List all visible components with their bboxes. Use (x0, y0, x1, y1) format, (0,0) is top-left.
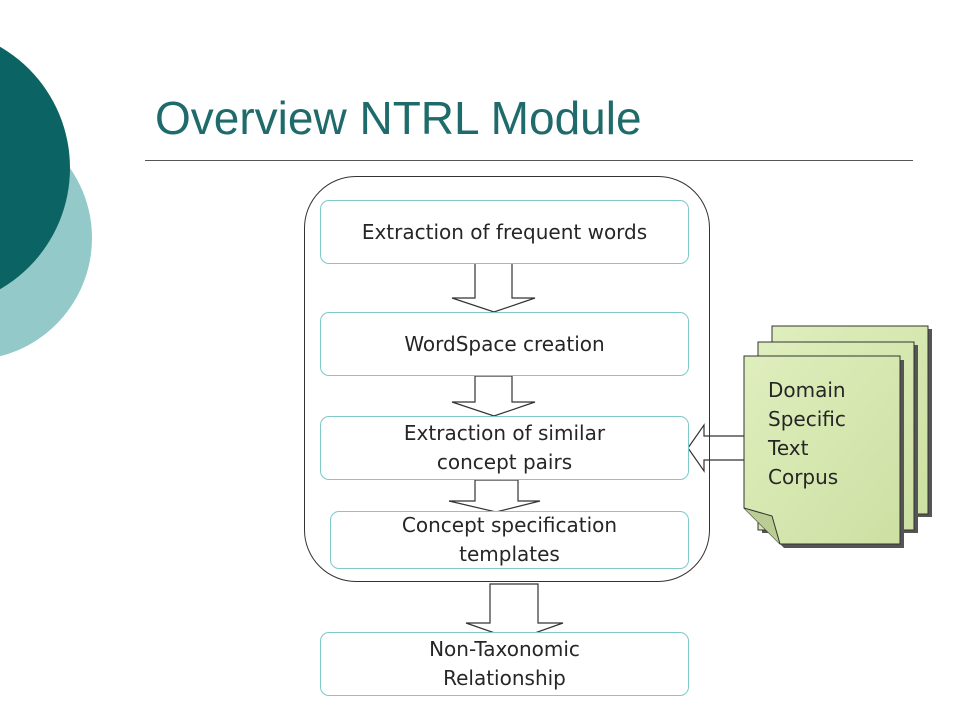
step-concept-templates: Concept specification templates (330, 511, 689, 569)
document-stack-icon (743, 325, 932, 548)
down-arrow-output (465, 583, 564, 641)
title-underline (145, 160, 913, 161)
down-arrow-3 (448, 479, 541, 513)
down-arrow-2 (451, 375, 536, 417)
step-frequent-words: Extraction of frequent words (320, 200, 689, 264)
module-container (304, 176, 710, 582)
corpus-label: Domain Specific Text Corpus (768, 378, 846, 489)
input-arrow (687, 423, 747, 473)
down-arrow-1 (451, 262, 536, 313)
step-similar-concept-pairs: Extraction of similar concept pairs (320, 416, 689, 480)
output-non-taxonomic-relationship: Non-Taxonomic Relationship (320, 632, 689, 696)
page-title: Overview NTRL Module (155, 92, 642, 144)
decorative-dark-circle (0, 46, 70, 290)
step-wordspace-creation: WordSpace creation (320, 312, 689, 376)
